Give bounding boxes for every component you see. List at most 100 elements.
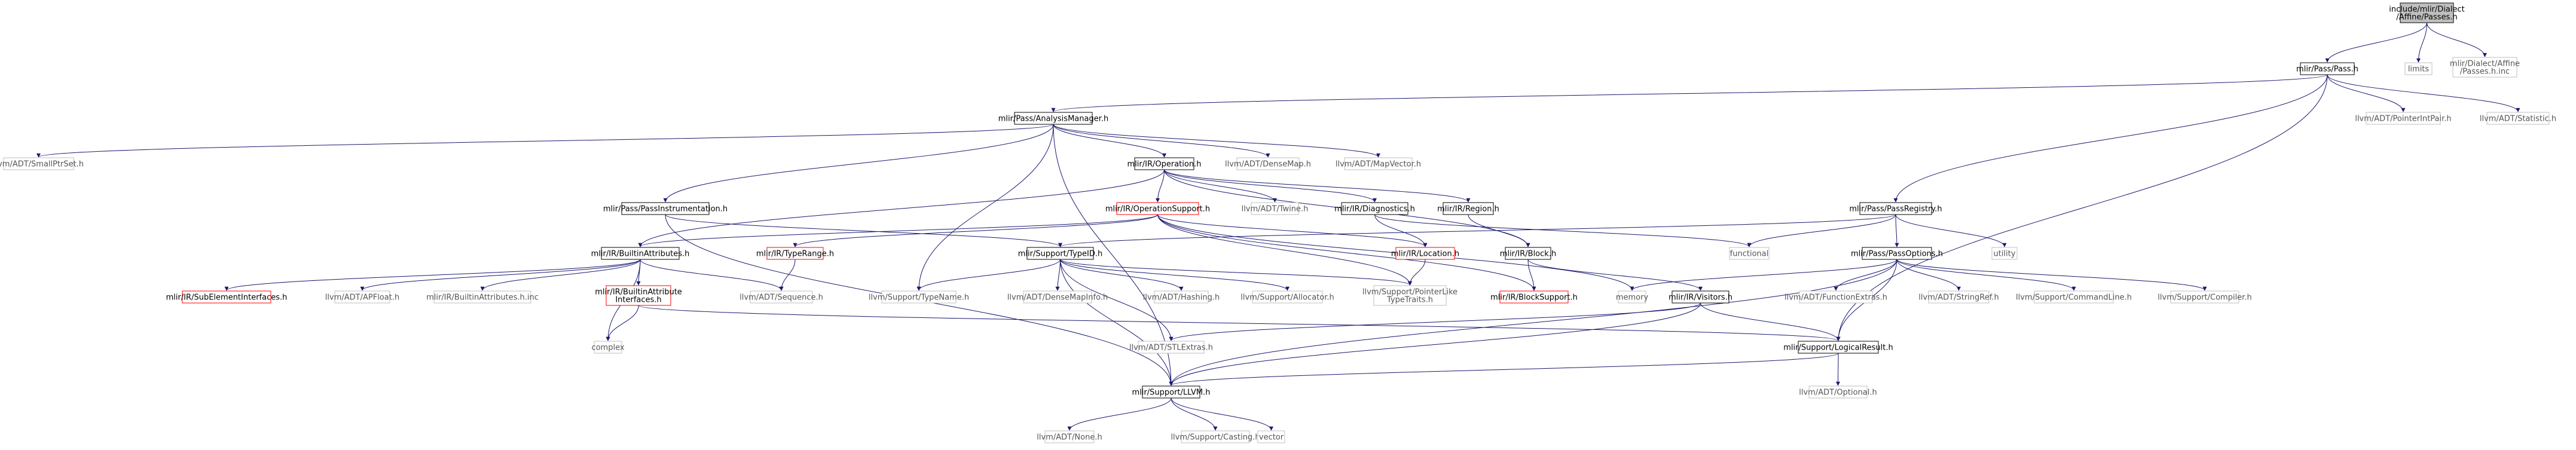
- node-mlir-pass-pass-h[interactable]: mlir/Pass/Pass.h: [2296, 62, 2358, 75]
- node-mlir-support-llvm-h[interactable]: mlir/Support/LLVM.h: [1132, 385, 1211, 399]
- node-mlir-pass-passregistry-h[interactable]: mlir/Pass/PassRegistry.h: [1849, 202, 1942, 215]
- edge-mlir-pass-pass-h-to-mlir-pass-analysismanager-h: [1052, 74, 2328, 112]
- edge-mlir-pass-passinstrumentation-h-to-mlir-support-typeid-h: [665, 214, 1062, 247]
- node-llvm-support-compiler-h[interactable]: llvm/Support/Compiler.h: [2158, 290, 2252, 304]
- node-mlir-ir-visitors-h[interactable]: mlir/IR/Visitors.h: [1669, 290, 1732, 304]
- edge-mlir-ir-operationsupport-h-to-memory: [1157, 214, 1634, 291]
- node-llvm-adt-twine-h[interactable]: llvm/ADT/Twine.h: [1242, 202, 1309, 215]
- edge-mlir-support-llvm-h-to-vector: [1171, 397, 1273, 431]
- node-llvm-adt-hashing-h[interactable]: llvm/ADT/Hashing.h: [1143, 290, 1220, 304]
- edge-mlir-pass-pass-h-to-llvm-adt-statistic-h: [2327, 74, 2520, 112]
- node-box: [1026, 247, 1094, 260]
- node-mlir-ir-location-h[interactable]: mlir/IR/Location.h: [1391, 247, 1459, 260]
- node-label: llvm/Support/Casting.h: [1171, 433, 1260, 442]
- edge-mlir-ir-operation-h-to-mlir-ir-builtinattributes-h: [638, 169, 1165, 247]
- node-label: llvm/ADT/PointerIntPair.h: [2355, 115, 2451, 124]
- edge-mlir-support-typeid-h-to-llvm-support-pointerliketypetraits-h: [1060, 259, 1412, 286]
- node-box: [2300, 62, 2355, 75]
- node-mlir-ir-typerange-h[interactable]: mlir/IR/TypeRange.h: [756, 247, 834, 260]
- node-mlir-ir-builtinattributes-h-inc[interactable]: mlir/IR/BuiltinAttributes.h.inc: [426, 290, 539, 304]
- edge-mlir-ir-diagnostics-h-to-mlir-ir-location-h: [1374, 214, 1428, 247]
- node-mlir-pass-analysismanager-h[interactable]: mlir/Pass/AnalysisManager.h: [998, 112, 1108, 125]
- node-mlir-ir-block-h[interactable]: mlir/IR/Block.h: [1500, 247, 1556, 260]
- node-label: mlir/IR/TypeRange.h: [756, 250, 834, 259]
- node-llvm-adt-optional-h[interactable]: llvm/ADT/Optional.h: [1799, 385, 1877, 399]
- node-box: [1341, 202, 1408, 215]
- node-label: mlir/IR/BlockSupport.h: [1490, 293, 1578, 302]
- node-box: [1181, 430, 1250, 443]
- node-label: llvm/ADT/FunctionExtras.h: [1784, 293, 1887, 302]
- node-llvm-adt-statistic-h[interactable]: llvm/ADT/Statistic.h: [2480, 112, 2556, 125]
- node-llvm-adt-apfloat-h[interactable]: llvm/ADT/APFloat.h: [325, 290, 399, 304]
- node-llvm-adt-stlextras-h[interactable]: llvm/ADT/STLExtras.h: [1129, 341, 1213, 354]
- node-mlir-ir-operationsupport-h[interactable]: mlir/IR/OperationSupport.h: [1105, 202, 1210, 215]
- node-label: llvm/ADT/DenseMap.h: [1225, 160, 1311, 169]
- node-label: llvm/ADT/None.h: [1037, 433, 1102, 442]
- node-llvm-support-commandline-h[interactable]: llvm/Support/CommandLine.h: [2016, 290, 2132, 304]
- edge-mlir-support-typeid-h-to-llvm-support-typename-h: [916, 259, 1061, 291]
- edge-mlir-ir-operationsupport-h-to-mlir-ir-blocksupport-h: [1157, 214, 1536, 291]
- node-llvm-adt-none-h[interactable]: llvm/ADT/None.h: [1037, 430, 1102, 443]
- node-mlir-ir-region-h[interactable]: mlir/IR/Region.h: [1437, 202, 1499, 215]
- edge-include-mlir-dialect-affine-passes-h-to-mlir-pass-pass-h: [2325, 22, 2427, 63]
- node-llvm-adt-sequence-h[interactable]: llvm/ADT/Sequence.h: [740, 290, 823, 304]
- node-mlir-ir-operation-h[interactable]: mlir/IR/Operation.h: [1127, 157, 1202, 170]
- edge-mlir-ir-builtinattributes-h-to-llvm-adt-sequence-h: [640, 259, 784, 291]
- node-box: [433, 290, 531, 304]
- node-complex[interactable]: complex: [591, 341, 625, 354]
- edge-mlir-ir-operationsupport-h-to-llvm-support-pointerliketypetraits-h: [1157, 214, 1412, 286]
- edge-mlir-pass-passregistry-h-to-utility: [1895, 214, 2007, 247]
- node-label: mlir/IR/Operation.h: [1127, 160, 1202, 169]
- node-mlir-ir-blocksupport-h[interactable]: mlir/IR/BlockSupport.h: [1490, 290, 1578, 304]
- node-limits[interactable]: limits: [2404, 62, 2433, 75]
- edge-mlir-ir-builtinattributeinterfaces-h-to-complex: [606, 305, 639, 341]
- node-llvm-adt-smallptrset-h[interactable]: llvm/ADT/SmallPtrSet.h: [0, 157, 84, 170]
- edge-mlir-pass-pass-h-to-mlir-pass-passregistry-h: [1893, 74, 2328, 203]
- edge-mlir-ir-operationsupport-h-to-mlir-ir-typerange-h: [793, 214, 1158, 247]
- node-mlir-dialect-affine-passes-h-inc[interactable]: mlir/Dialect/Affine/Passes.h.inc: [2450, 57, 2520, 78]
- node-include-mlir-dialect-affine-passes-h[interactable]: include/mlir/Dialect/Affine/Passes.h: [2389, 2, 2465, 23]
- node-box: [2400, 2, 2454, 23]
- node-functional[interactable]: functional: [1729, 247, 1770, 260]
- node-mlir-ir-builtinattributes-h[interactable]: mlir/IR/BuiltinAttributes.h: [591, 247, 690, 260]
- node-box: [1134, 157, 1194, 170]
- node-mlir-ir-diagnostics-h[interactable]: mlir/IR/Diagnostics.h: [1334, 202, 1415, 215]
- node-label: llvm/Support/Allocator.h: [1240, 293, 1334, 302]
- edge-mlir-pass-passoptions-h-to-llvm-adt-stringref-h: [1896, 259, 1961, 291]
- node-box: [1798, 341, 1879, 354]
- node-llvm-support-typename-h[interactable]: llvm/Support/TypeName.h: [869, 290, 969, 304]
- node-label: mlir/Pass/Pass.h: [2296, 65, 2358, 74]
- edge-mlir-pass-passregistry-h-to-functional: [1747, 214, 1896, 247]
- node-label: llvm/Support/PointerLike: [1362, 288, 1457, 297]
- node-mlir-support-logicalresult-h[interactable]: mlir/Support/LogicalResult.h: [1783, 341, 1893, 354]
- node-llvm-adt-stringref-h[interactable]: llvm/ADT/StringRef.h: [1918, 290, 1999, 304]
- node-label: llvm/ADT/DenseMapInfo.h: [1007, 293, 1108, 302]
- node-mlir-support-typeid-h[interactable]: mlir/Support/TypeID.h: [1018, 247, 1102, 260]
- node-llvm-adt-densemapinfo-h[interactable]: llvm/ADT/DenseMapInfo.h: [1007, 290, 1108, 304]
- node-llvm-adt-functionextras-h[interactable]: llvm/ADT/FunctionExtras.h: [1784, 290, 1887, 304]
- node-mlir-pass-passoptions-h[interactable]: mlir/Pass/PassOptions.h: [1851, 247, 1943, 260]
- edge-mlir-pass-analysismanager-h-to-llvm-adt-smallptrset-h: [36, 124, 1054, 158]
- node-box: [750, 290, 813, 304]
- node-mlir-ir-subelementinterfaces-h[interactable]: mlir/IR/SubElementInterfaces.h: [166, 290, 288, 304]
- node-llvm-adt-mapvector-h[interactable]: llvm/ADT/MapVector.h: [1336, 157, 1421, 170]
- node-mlir-pass-passinstrumentation-h[interactable]: mlir/Pass/PassInstrumentation.h: [603, 202, 728, 215]
- node-label: mlir/IR/Region.h: [1437, 205, 1499, 214]
- edge-mlir-ir-typerange-h-to-llvm-adt-sequence-h: [779, 259, 796, 291]
- node-box: [1618, 290, 1646, 304]
- node-llvm-support-casting-h[interactable]: llvm/Support/Casting.h: [1171, 430, 1260, 443]
- node-llvm-support-allocator-h[interactable]: llvm/Support/Allocator.h: [1240, 290, 1334, 304]
- node-box: [1044, 430, 1095, 443]
- edge-mlir-ir-visitors-h-to-llvm-adt-stlextras-h: [1169, 302, 1701, 341]
- edge-mlir-ir-region-h-to-mlir-ir-block-h: [1468, 214, 1530, 247]
- node-label: llvm/ADT/APFloat.h: [325, 293, 399, 302]
- node-llvm-adt-densemap-h[interactable]: llvm/ADT/DenseMap.h: [1225, 157, 1311, 170]
- node-memory[interactable]: memory: [1616, 290, 1649, 304]
- node-utility[interactable]: utility: [1991, 247, 2018, 260]
- node-llvm-adt-pointerintpair-h[interactable]: llvm/ADT/PointerIntPair.h: [2355, 112, 2452, 125]
- node-box: [1395, 247, 1455, 260]
- node-vector[interactable]: vector: [1257, 430, 1285, 443]
- node-box: [1808, 385, 1868, 399]
